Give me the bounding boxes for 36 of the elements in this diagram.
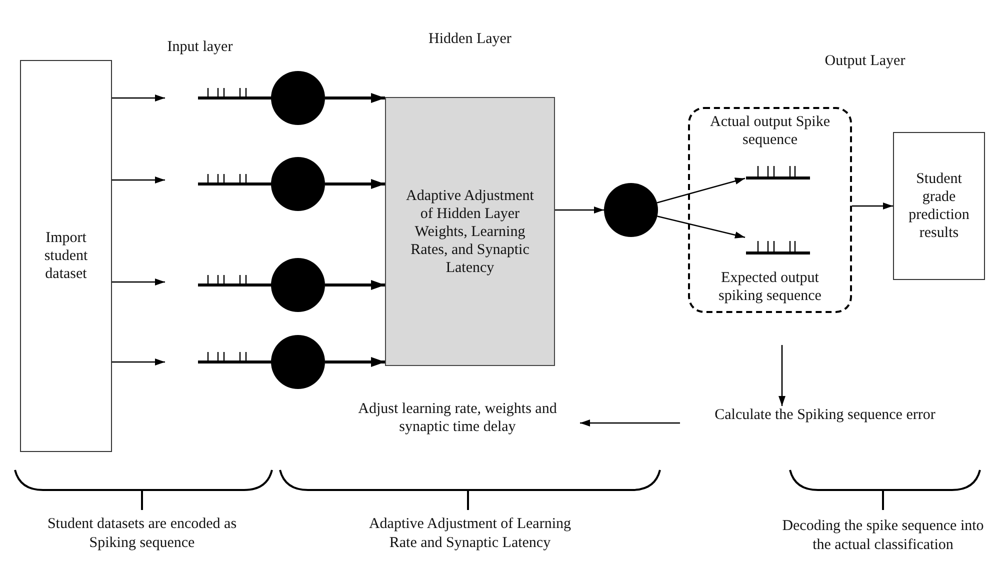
output-group-box <box>688 107 852 313</box>
neuron-circle <box>271 71 325 125</box>
arrow <box>657 216 746 238</box>
arrow <box>325 179 385 189</box>
process-box <box>893 132 985 280</box>
step-text: Calculate the Spiking sequence error <box>680 406 970 430</box>
layer-title: Hidden Layer <box>428 30 512 49</box>
node-text: Actual output Spike sequence <box>709 113 831 149</box>
arrow <box>112 358 165 366</box>
arrow <box>325 280 385 290</box>
arrow <box>112 278 165 286</box>
node-text: Expected output spiking sequence <box>718 269 822 305</box>
arrow <box>852 202 893 210</box>
brace-caption: Student datasets are encoded as Spiking sequence <box>46 515 238 552</box>
hidden-layer-box <box>385 97 555 366</box>
layer-title: Output Layer <box>824 52 906 71</box>
node-text: Adaptive Adjustment of Hidden Layer Weights, Learning Rates, and Synaptic Latency <box>405 186 535 276</box>
arrow <box>112 94 165 102</box>
arrow <box>555 206 604 214</box>
arrow <box>656 178 746 204</box>
arrow <box>325 93 385 103</box>
brace-caption: Decoding the spike sequence into the actual classification <box>781 517 985 554</box>
neuron-circle <box>604 183 658 237</box>
arrow <box>325 357 385 367</box>
neuron-circle <box>271 335 325 389</box>
node-text: Student grade prediction results <box>908 170 970 242</box>
arrow <box>580 420 680 426</box>
neuron-circle <box>271 157 325 211</box>
arrow <box>778 345 786 406</box>
arrow <box>112 176 165 184</box>
layer-title: Input layer <box>166 38 234 57</box>
step-text: Adjust learning rate, weights and synaptic time delay <box>335 400 580 446</box>
node-text: Import student dataset <box>43 229 89 283</box>
process-box <box>20 60 112 452</box>
brace-caption: Adaptive Adjustment of Learning Rate and Synaptic Latency <box>368 515 572 552</box>
neuron-circle <box>271 258 325 312</box>
